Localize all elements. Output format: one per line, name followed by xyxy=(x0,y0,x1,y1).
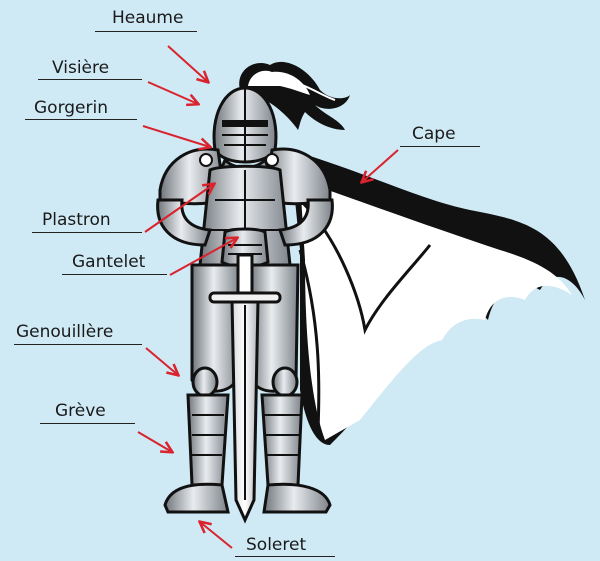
underline-greve xyxy=(40,423,135,424)
label-plastron: Plastron xyxy=(42,210,111,230)
label-gantelet: Gantelet xyxy=(72,252,145,272)
underline-heaume xyxy=(95,31,197,32)
label-soleret: Soleret xyxy=(246,535,306,555)
label-visiere: Visière xyxy=(52,58,109,78)
label-greve: Grève xyxy=(55,401,106,421)
arrow-genouillere xyxy=(146,348,178,375)
label-cape: Cape xyxy=(412,124,456,144)
underline-genouillere xyxy=(14,344,142,345)
arrow-cape xyxy=(362,150,398,182)
arrow-greve xyxy=(138,432,172,452)
underline-cape xyxy=(400,146,480,147)
label-genouillere: Genouillère xyxy=(16,322,113,342)
arrow-heaume xyxy=(168,46,208,82)
arrow-gorgerin xyxy=(143,126,210,147)
cape-drawing xyxy=(290,150,585,445)
underline-gantelet xyxy=(62,274,167,275)
helmet-drawing xyxy=(214,88,276,162)
arrow-visiere xyxy=(148,82,198,104)
underline-gorgerin xyxy=(25,119,137,120)
label-heaume: Heaume xyxy=(112,8,183,28)
label-gorgerin: Gorgerin xyxy=(34,98,108,118)
arrow-soleret xyxy=(200,522,232,548)
underline-plastron xyxy=(32,232,142,233)
underline-soleret xyxy=(235,556,335,557)
underline-visiere xyxy=(38,79,142,80)
